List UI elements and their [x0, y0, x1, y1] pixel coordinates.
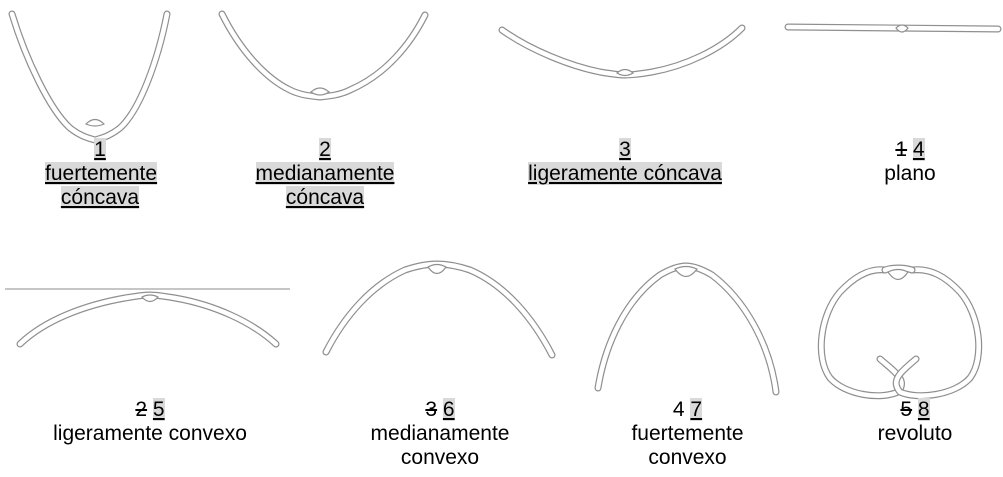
new-number-6: 6 [442, 398, 455, 421]
old-number-4: 1 [895, 138, 908, 161]
old-number-8: 5 [900, 398, 913, 421]
label-2-line-2: cóncava [285, 186, 365, 209]
new-number-2: 2 [319, 138, 331, 161]
label-8-line-1: revoluto [877, 422, 953, 445]
old-number-6: 3 [425, 398, 438, 421]
label-3-line-1: ligeramente cóncava [528, 162, 722, 185]
new-number-1: 1 [94, 138, 106, 161]
label-1-line-2: cóncava [60, 186, 140, 209]
old-number-7: 4 [672, 398, 685, 421]
new-number-5: 5 [152, 398, 165, 421]
label-1-line-1: fuertemente [45, 162, 158, 185]
old-number-5: 2 [135, 398, 148, 421]
label-7-line-1: fuertemente [631, 422, 744, 445]
label-7-line-2: convexo [648, 446, 727, 469]
label-6-line-1: medianamente [370, 422, 510, 445]
label-6-line-2: convexo [400, 446, 480, 469]
new-number-4: 4 [912, 138, 925, 161]
new-number-3: 3 [619, 138, 631, 161]
new-number-7: 7 [690, 398, 703, 421]
new-number-8: 8 [917, 398, 930, 421]
label-5-line-1: ligeramente convexo [53, 422, 247, 445]
label-2-line-1: medianamente [255, 162, 395, 185]
label-4-line-1: plano [884, 162, 936, 185]
